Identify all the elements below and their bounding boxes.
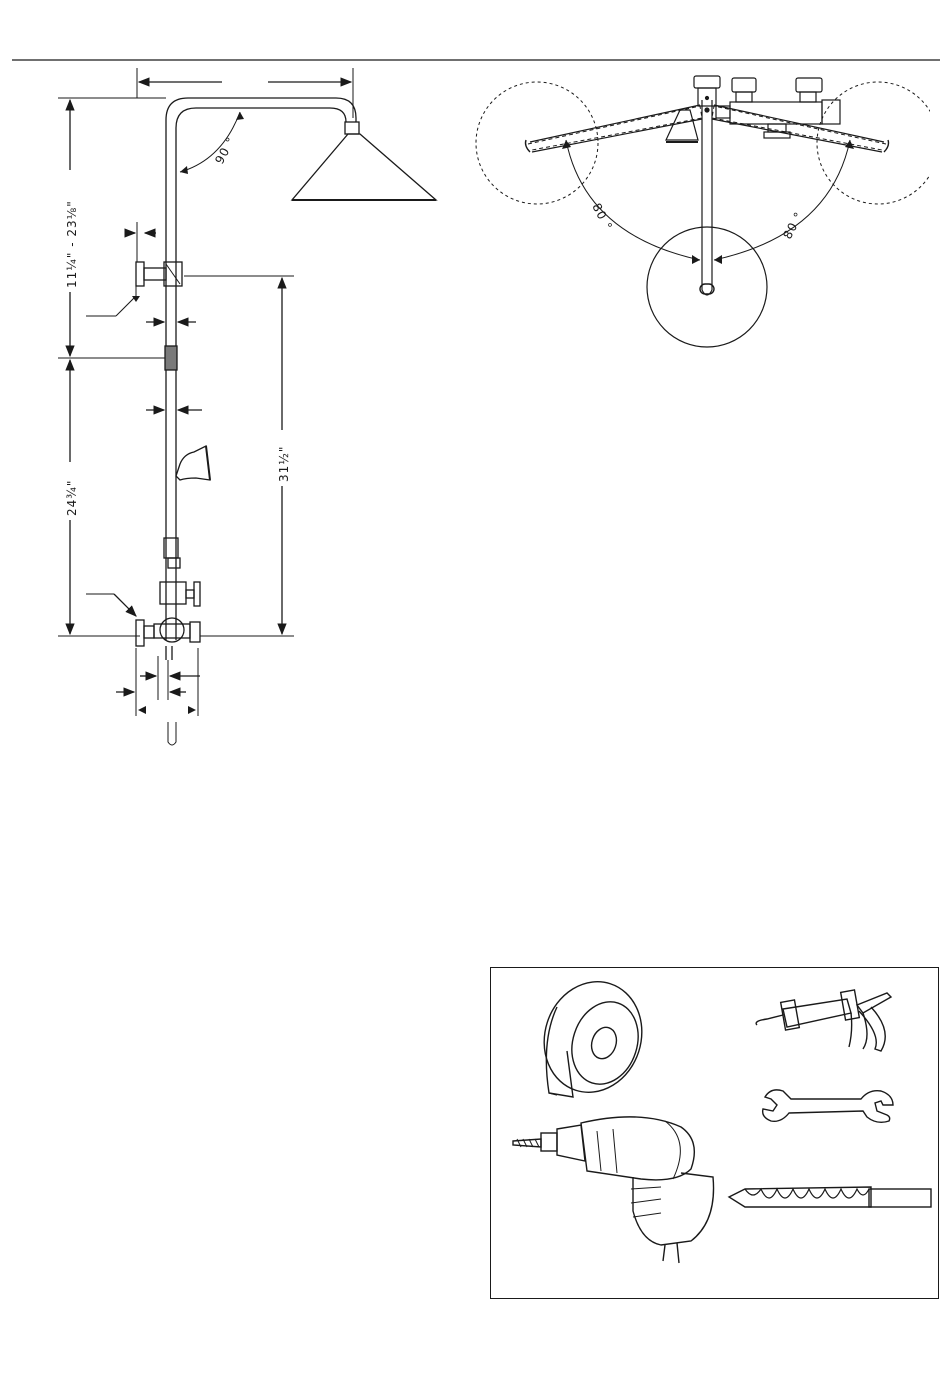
thermostat-mixer <box>136 582 200 660</box>
upper-wall-bracket <box>86 262 182 316</box>
shower-head-footprint <box>647 227 767 347</box>
swivel-right-arc <box>714 140 850 260</box>
rain-arm-height-label: 11¼" - 23⅛" <box>65 200 79 288</box>
shower-column <box>166 98 356 640</box>
swivel-left-arc <box>566 140 700 260</box>
thread-seal-tape-icon <box>530 969 656 1105</box>
open-end-wrench-icon <box>763 1090 893 1122</box>
lower-height-label: 24¾" <box>65 480 79 516</box>
swivel-arm-right <box>712 105 889 152</box>
side-elevation-drawing: 90 ° 11¼" - 23⅛" 24¾" 31½" <box>0 0 470 760</box>
power-drill-icon <box>513 1117 714 1263</box>
caulking-gun-icon <box>756 990 891 1051</box>
height-adjust-collar <box>165 346 177 370</box>
plan-view-drawing: 80 ° 80 ° <box>470 70 930 360</box>
column-height-label: 31½" <box>277 446 291 482</box>
arm-length-dimension <box>137 68 353 118</box>
swivel-arm-left <box>526 105 703 152</box>
overhead-shower-head <box>292 122 436 200</box>
hand-shower <box>176 446 210 480</box>
mixer-top-view <box>694 76 840 138</box>
drill-bit-icon <box>729 1187 931 1207</box>
required-tools-panel <box>490 967 939 1299</box>
swivel-left-label: 80 ° <box>589 201 615 233</box>
swivel-right-label: 80 ° <box>780 209 806 241</box>
